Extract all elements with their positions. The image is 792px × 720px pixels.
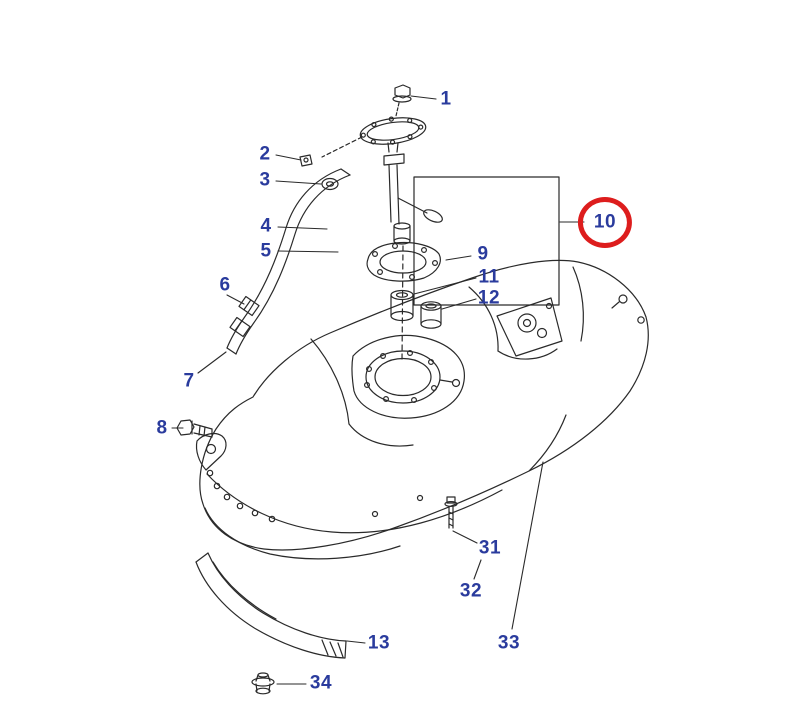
part-label-31[interactable]: 31 [478, 537, 502, 559]
part-label-5[interactable]: 5 [260, 240, 272, 262]
part-34-grommet [252, 673, 274, 694]
part-label-7[interactable]: 7 [183, 370, 195, 392]
part-6-clamps [230, 296, 259, 336]
part-1-nut [393, 85, 411, 116]
part-label-13[interactable]: 13 [367, 632, 391, 654]
part-label-8[interactable]: 8 [156, 417, 168, 439]
part-label-10[interactable]: 10 [593, 211, 617, 233]
part-9-gasket [367, 243, 440, 282]
part-label-33[interactable]: 33 [497, 632, 521, 654]
leader-lines [172, 96, 584, 684]
part-label-1[interactable]: 1 [440, 88, 452, 110]
fuel-tank-body [196, 260, 648, 558]
part-label-11[interactable]: 11 [478, 266, 500, 288]
part-label-34[interactable]: 34 [309, 672, 333, 694]
part-label-6[interactable]: 6 [219, 274, 231, 296]
part-13-protector [196, 553, 346, 658]
part-10-bracket-box [414, 177, 559, 305]
part-4-5-hoses [227, 169, 350, 354]
part-label-2[interactable]: 2 [259, 143, 271, 165]
part-3-grommet [322, 179, 338, 190]
part-label-12[interactable]: 12 [477, 287, 501, 309]
part-label-4[interactable]: 4 [260, 215, 272, 237]
part-label-3[interactable]: 3 [259, 169, 271, 191]
part-11-12-seals [391, 291, 441, 329]
part-31-32-bolt [445, 497, 457, 528]
part-2-fitting [300, 155, 312, 166]
part-label-9[interactable]: 9 [477, 243, 489, 265]
part-fuel-pump-assembly [322, 113, 444, 360]
part-label-32[interactable]: 32 [459, 580, 483, 602]
